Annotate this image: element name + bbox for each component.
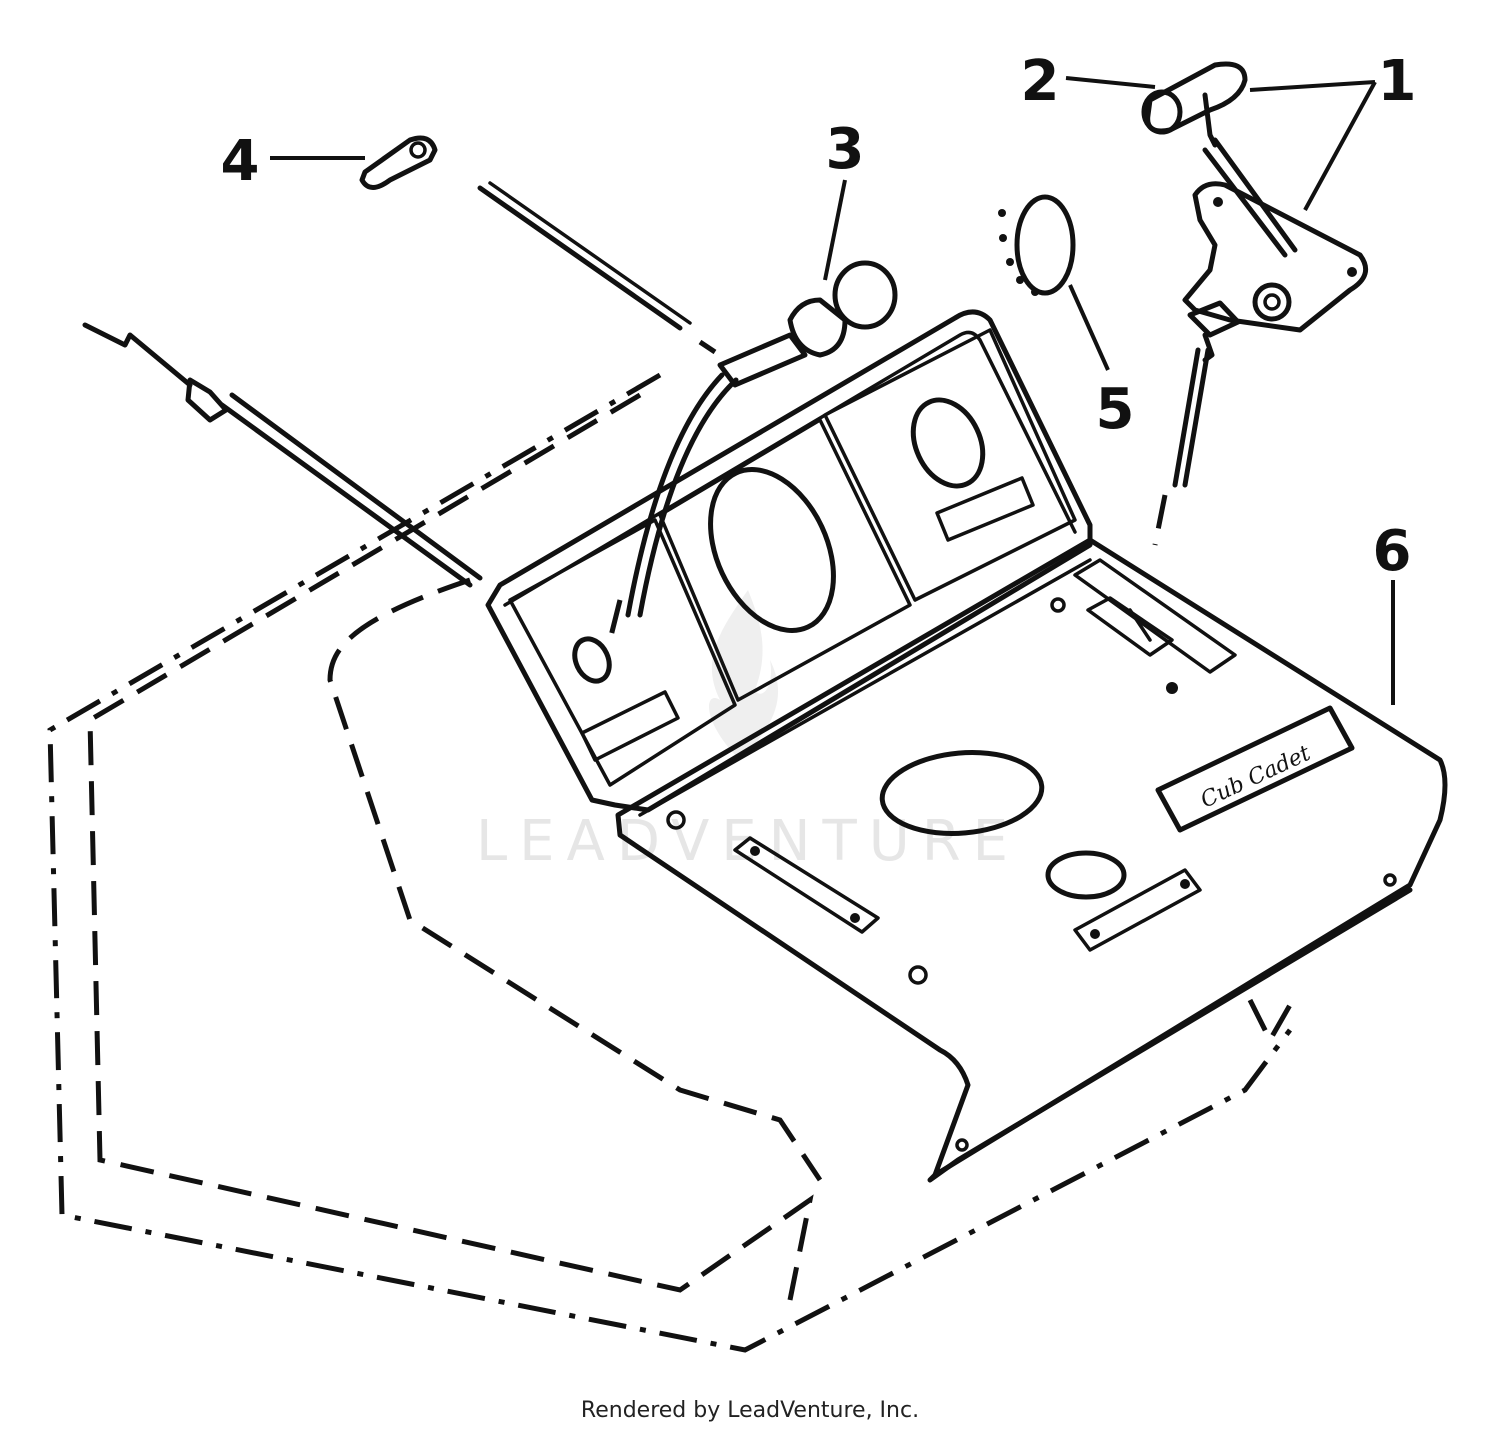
phantom-hood-outline <box>47 372 1293 1353</box>
callout-3: 3 <box>826 117 865 182</box>
callout-1: 1 <box>1378 49 1417 114</box>
leader-lines <box>270 76 1395 705</box>
leadventure-watermark: LEADVENTURE <box>476 590 1020 874</box>
indicator-light <box>998 194 1076 296</box>
clip-part <box>359 135 438 190</box>
render-credit: Rendered by LeadVenture, Inc. <box>580 1398 920 1423</box>
callout-4: 4 <box>221 129 260 194</box>
throttle-cable <box>82 322 483 588</box>
throttle-lever-assembly <box>1141 61 1369 546</box>
choke-knob-assembly <box>607 260 898 641</box>
callout-6: 6 <box>1373 519 1412 584</box>
dash-panel: Cub Cadet <box>485 309 1448 1183</box>
callout-5: 5 <box>1096 377 1135 442</box>
choke-rod <box>477 181 717 355</box>
watermark-text: LEADVENTURE <box>476 809 1020 874</box>
callout-labels: 1 2 3 4 5 6 <box>221 49 1417 584</box>
callout-2: 2 <box>1021 49 1060 114</box>
cub-cadet-decal-text: Cub Cadet <box>1197 741 1315 814</box>
